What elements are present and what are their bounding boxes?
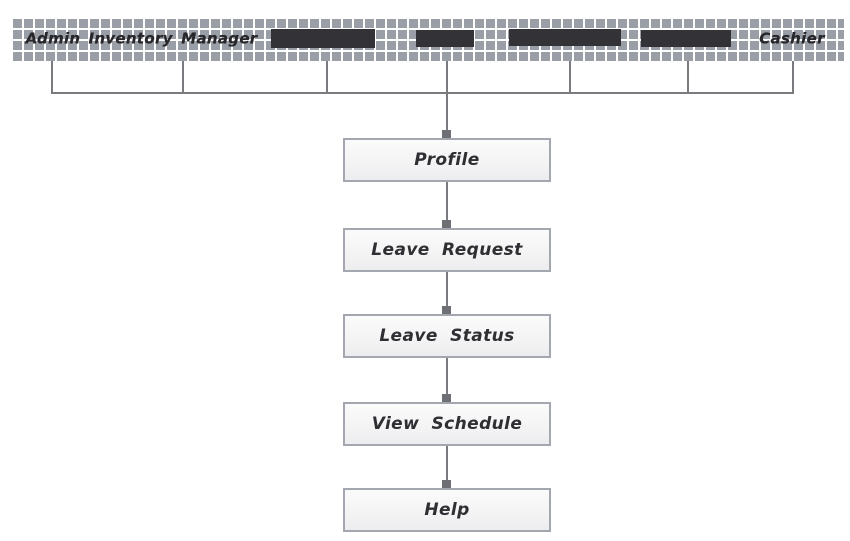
junction-square-1 [442,130,451,139]
band-item-redacted-4 [641,30,731,47]
node-view-schedule: View Schedule [343,402,551,446]
connector-rail [51,92,794,94]
node-leave-status: Leave Status [343,314,551,358]
junction-square-4 [442,394,451,403]
junction-square-5 [442,480,451,489]
connector-segment-2 [446,272,448,307]
connector-drop-line-5 [569,61,571,94]
node-profile: Profile [343,138,551,182]
connector-segment-1 [446,182,448,221]
connector-drop-line-7 [792,61,794,94]
connector-segment-4 [446,446,448,481]
node-help: Help [343,488,551,532]
connector-trunk-line [446,61,448,131]
junction-square-3 [442,306,451,315]
node-view-schedule-label: View Schedule [371,414,523,434]
band-item-inventory-manager: Inventory Manager [88,29,258,48]
band-item-redacted-1 [271,29,375,48]
node-leave-request: Leave Request [343,228,551,272]
junction-square-2 [442,220,451,229]
node-profile-label: Profile [414,150,480,170]
band-item-admin: Admin [25,29,81,48]
roles-band: Admin Inventory Manager Cashier [11,17,844,61]
node-help-label: Help [424,500,470,520]
band-item-redacted-2 [416,30,474,47]
node-leave-request-label: Leave Request [371,240,523,260]
connector-drop-line-1 [51,61,53,94]
node-leave-status-label: Leave Status [379,326,515,346]
band-item-redacted-3 [509,29,621,46]
band-item-cashier: Cashier [759,29,825,48]
connector-segment-3 [446,358,448,395]
connector-drop-line-6 [687,61,689,94]
connector-drop-line-3 [326,61,328,94]
connector-drop-line-2 [182,61,184,94]
